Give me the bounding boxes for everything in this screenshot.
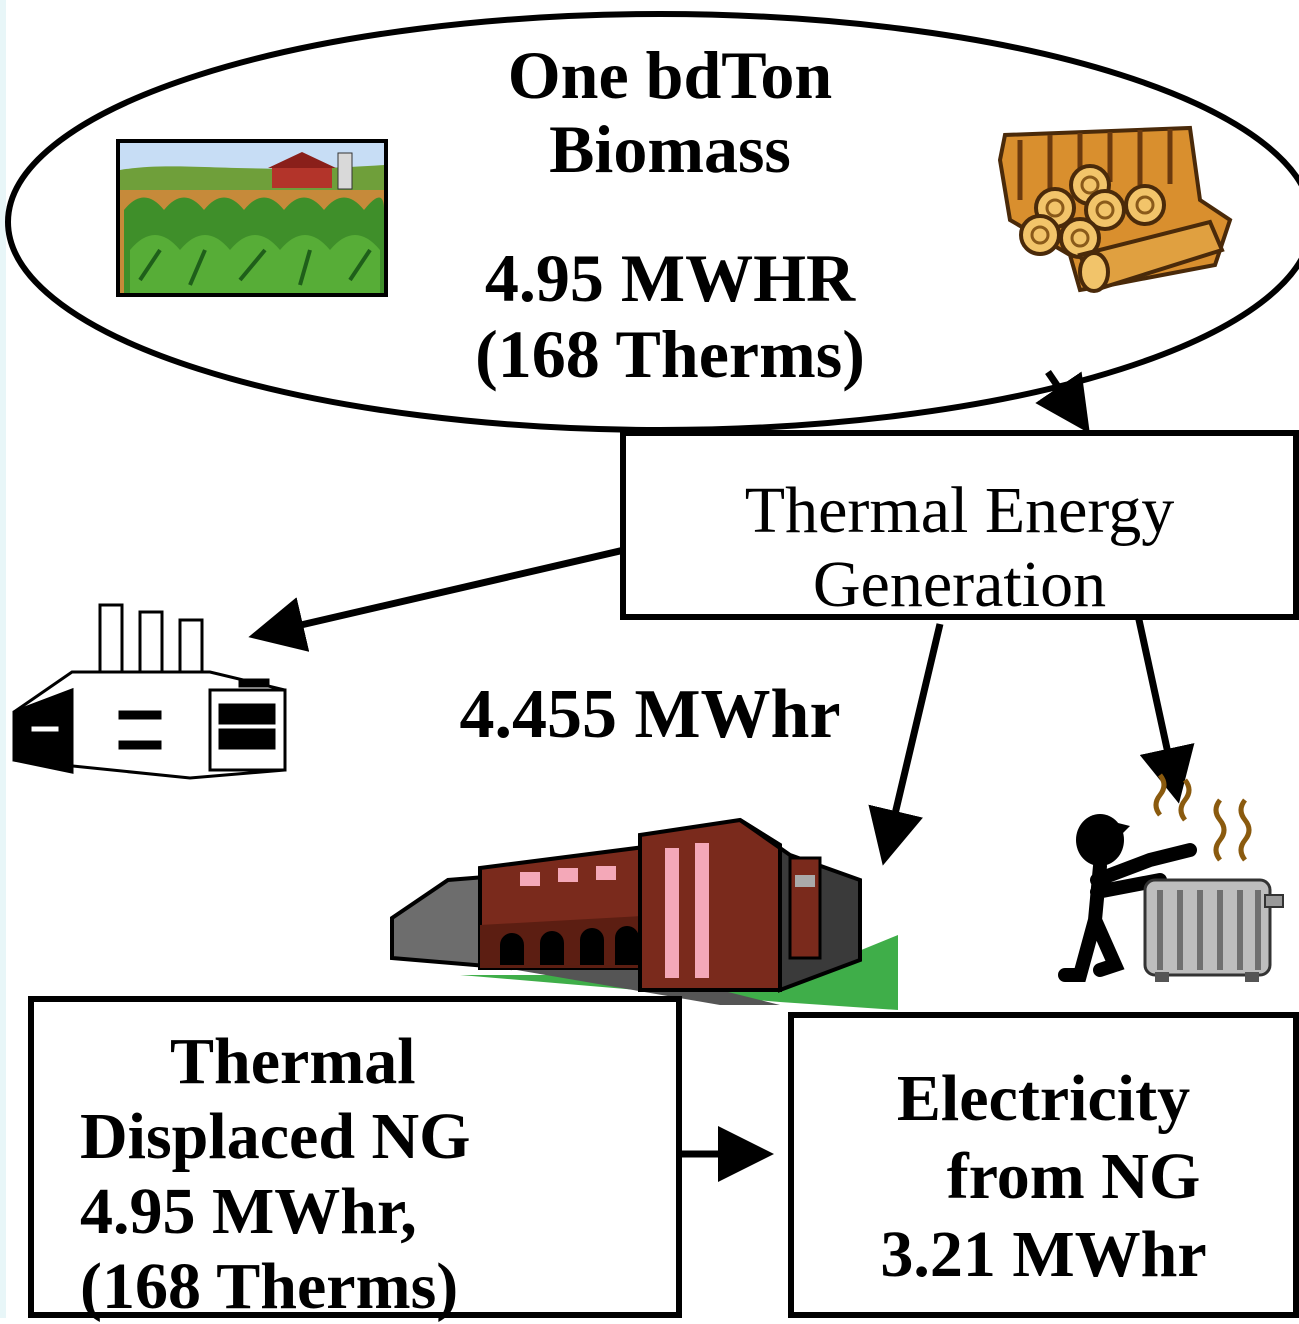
factory-icon [12, 603, 287, 780]
biomass-energy-line2: (168 Therms) [475, 316, 865, 392]
thermal-generation-box: Thermal Energy Generation [620, 430, 1299, 622]
biomass-title-line2: Biomass [549, 111, 791, 187]
left-edge-strip [0, 0, 6, 1318]
electricity-line3: 3.21 MWhr [880, 1218, 1207, 1291]
thermal-displaced-line1: Thermal [170, 1025, 416, 1098]
person-heater-icon [1058, 773, 1284, 982]
electricity-box: Electricity from NG 3.21 MWhr [788, 1012, 1299, 1318]
thermal-displaced-line2: Displaced NG [80, 1100, 471, 1173]
biomass-energy: 4.95 MWHR (168 Therms) [360, 240, 980, 392]
electricity-label: Electricity from NG 3.21 MWhr [794, 1060, 1293, 1294]
farm-field-icon [116, 139, 388, 297]
building-icon [390, 817, 898, 1010]
wood-logs-icon [997, 125, 1233, 293]
thermal-generation-line2: Generation [812, 548, 1107, 621]
electricity-line2: from NG [946, 1140, 1201, 1213]
arrow-generation-to-heater [1132, 605, 1195, 804]
thermal-displaced-label: Thermal Displaced NG 4.95 MWhr, (168 The… [80, 1024, 471, 1324]
thermal-displaced-line4: (168 Therms) [80, 1250, 459, 1323]
mwhr-label: 4.455 MWhr [459, 676, 841, 753]
thermal-displaced-line3: 4.95 MWhr, [80, 1175, 417, 1248]
arrow-biomass-to-generation [1035, 370, 1090, 434]
biomass-energy-line1: 4.95 MWHR [484, 240, 856, 316]
arrows [248, 370, 1195, 1182]
arrow-generation-to-building [868, 623, 944, 866]
biomass-title: One bdTon Biomass [360, 38, 980, 186]
thermal-generation-line1: Thermal Energy [744, 474, 1175, 547]
electricity-line1: Electricity [896, 1062, 1191, 1135]
biomass-title-line1: One bdTon [507, 37, 833, 113]
thermal-generation-label: Thermal Energy Generation [626, 474, 1293, 622]
arrow-generation-to-factory [248, 534, 677, 652]
thermal-displaced-box: Thermal Displaced NG 4.95 MWhr, (168 The… [28, 996, 682, 1323]
